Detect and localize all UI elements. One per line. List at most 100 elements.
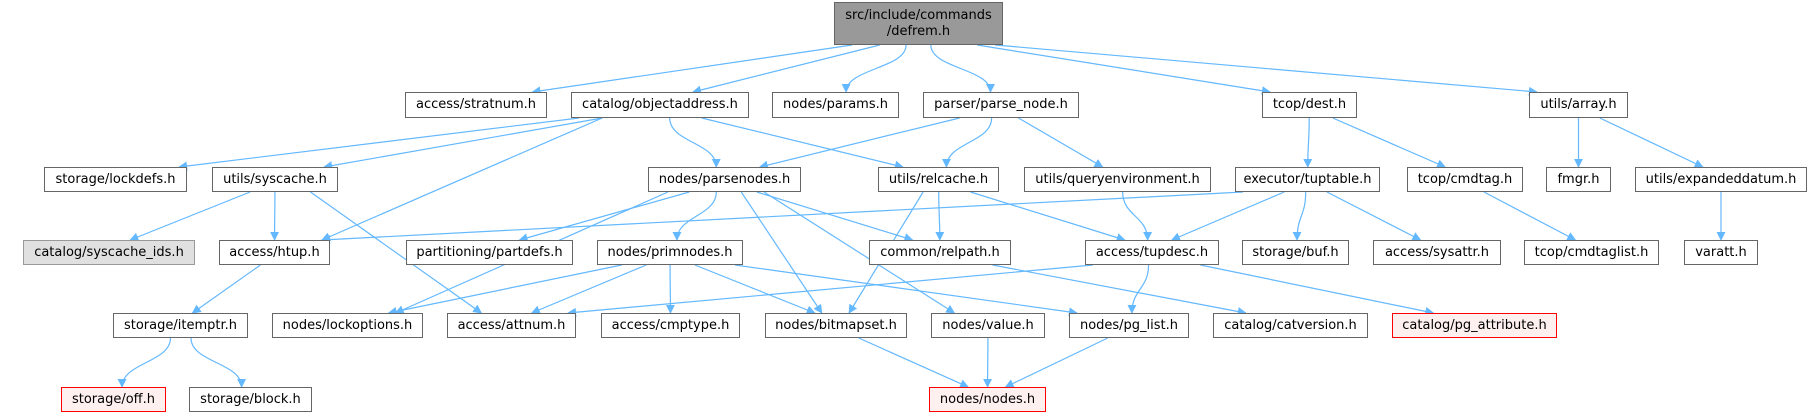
node-expandeddatum[interactable]: utils/expandeddatum.h — [1635, 167, 1807, 192]
node-varatt[interactable]: varatt.h — [1684, 240, 1758, 265]
edge-root-to-dest — [977, 44, 1271, 96]
edge-parsenodes-to-relpath — [756, 191, 914, 242]
edge-syscache-to-syscache_ids — [129, 191, 251, 242]
node-bitmapset[interactable]: nodes/bitmapset.h — [765, 313, 907, 338]
edge-parsenodes-to-value — [763, 191, 956, 314]
node-cmptype[interactable]: access/cmptype.h — [601, 313, 740, 338]
edge-tuptable-to-tupdesc — [1171, 191, 1285, 241]
edge-pg_list-to-nodes — [1004, 337, 1109, 388]
node-tuptable[interactable]: executor/tuptable.h — [1235, 167, 1380, 192]
node-block[interactable]: storage/block.h — [189, 387, 312, 412]
edge-relpath-to-catversion — [992, 264, 1247, 316]
node-objectaddress[interactable]: catalog/objectaddress.h — [571, 92, 749, 118]
edge-relcache-to-tupdesc — [970, 191, 1126, 242]
node-value[interactable]: nodes/value.h — [931, 313, 1045, 338]
node-label: catalog/catversion.h — [1224, 317, 1357, 333]
edge-parsenodes-to-partdefs — [518, 191, 690, 243]
node-relpath[interactable]: common/relpath.h — [869, 240, 1011, 265]
edge-root-to-params — [841, 44, 907, 93]
node-label: parser/parse_node.h — [934, 97, 1068, 112]
node-parse-node[interactable]: parser/parse_node.h — [923, 92, 1079, 118]
node-attnum[interactable]: access/attnum.h — [447, 313, 576, 338]
node-syscache[interactable]: utils/syscache.h — [212, 167, 338, 192]
node-label: storage/buf.h — [1252, 244, 1339, 260]
edge-objectaddress-to-relcache — [701, 117, 904, 170]
node-params[interactable]: nodes/params.h — [772, 92, 899, 118]
node-label: nodes/value.h — [942, 317, 1034, 333]
edge-htup-to-itemptr — [191, 264, 261, 314]
edge-cmdtag-to-cmdtaglist — [1483, 191, 1577, 241]
node-array[interactable]: utils/array.h — [1529, 92, 1628, 118]
node-label: storage/itemptr.h — [123, 317, 237, 333]
edge-tuptable-to-sysattr — [1326, 191, 1422, 241]
node-label: storage/lockdefs.h — [55, 171, 176, 187]
node-label: src/include/commands /defrem.h — [845, 7, 992, 39]
node-label: access/tupdesc.h — [1095, 244, 1209, 260]
edge-objectaddress-to-htup — [321, 117, 603, 241]
node-htup[interactable]: access/htup.h — [219, 240, 330, 265]
node-label: utils/array.h — [1540, 97, 1617, 112]
node-tupdesc[interactable]: access/tupdesc.h — [1085, 240, 1219, 265]
node-label: fmgr.h — [1557, 171, 1600, 187]
node-sysattr[interactable]: access/sysattr.h — [1373, 240, 1501, 265]
node-label: storage/off.h — [71, 391, 156, 407]
node-catversion[interactable]: catalog/catversion.h — [1213, 313, 1368, 338]
edge-primnodes-to-pg_list — [734, 264, 1078, 317]
node-label: nodes/nodes.h — [939, 391, 1036, 407]
node-label: utils/expandeddatum.h — [1645, 171, 1797, 187]
node-itemptr[interactable]: storage/itemptr.h — [113, 313, 248, 338]
node-buf[interactable]: storage/buf.h — [1242, 240, 1349, 265]
node-cmdtag[interactable]: tcop/cmdtag.h — [1407, 167, 1523, 192]
node-pg-attribute[interactable]: catalog/pg_attribute.h — [1392, 313, 1557, 338]
edge-relcache-to-relpath — [935, 191, 945, 241]
node-lockdefs[interactable]: storage/lockdefs.h — [44, 167, 187, 192]
node-partdefs[interactable]: partitioning/partdefs.h — [406, 240, 573, 265]
edge-parsenodes-to-primnodes — [672, 191, 717, 241]
edge-tupdesc-to-pg_attribute — [1200, 264, 1435, 316]
node-label: tcop/dest.h — [1272, 97, 1347, 112]
node-off[interactable]: storage/off.h — [61, 387, 166, 412]
node-root[interactable]: src/include/commands /defrem.h — [834, 2, 1003, 45]
node-label: utils/syscache.h — [223, 171, 327, 187]
edge-itemptr-to-off — [117, 337, 172, 388]
node-label: utils/queryenvironment.h — [1035, 171, 1200, 187]
node-stratnum[interactable]: access/stratnum.h — [405, 92, 547, 118]
node-fmgr[interactable]: fmgr.h — [1546, 167, 1611, 192]
node-label: catalog/pg_attribute.h — [1402, 317, 1547, 333]
edge-parse_node-to-queryenv — [1018, 117, 1104, 168]
node-label: nodes/lockoptions.h — [282, 317, 413, 333]
node-label: tcop/cmdtag.h — [1417, 171, 1513, 187]
edge-parsenodes-to-bitmapset — [740, 191, 823, 314]
node-label: partitioning/partdefs.h — [416, 244, 563, 260]
node-label: nodes/pg_list.h — [1079, 317, 1179, 333]
node-cmdtaglist[interactable]: tcop/cmdtaglist.h — [1524, 240, 1659, 265]
edge-root-to-objectaddress — [692, 44, 880, 95]
node-syscache-ids[interactable]: catalog/syscache_ids.h — [23, 240, 195, 265]
edge-itemptr-to-block — [190, 337, 247, 388]
node-label: common/relpath.h — [880, 244, 1000, 260]
edge-parse_node-to-relcache — [941, 117, 993, 168]
node-nodes[interactable]: nodes/nodes.h — [929, 387, 1046, 412]
edge-dest-to-tuptable — [1303, 117, 1313, 168]
edge-root-to-array — [994, 44, 1538, 96]
node-parsenodes[interactable]: nodes/parsenodes.h — [648, 167, 801, 192]
edge-parse_node-to-parsenodes — [758, 117, 960, 170]
node-label: executor/tuptable.h — [1243, 171, 1372, 187]
node-label: nodes/primnodes.h — [607, 244, 733, 260]
node-label: access/cmptype.h — [611, 317, 730, 333]
node-queryenv[interactable]: utils/queryenvironment.h — [1024, 167, 1211, 192]
node-relcache[interactable]: utils/relcache.h — [878, 167, 999, 192]
node-label: nodes/parsenodes.h — [658, 171, 791, 187]
node-primnodes[interactable]: nodes/primnodes.h — [597, 240, 743, 265]
edge-primnodes-to-attnum — [530, 264, 647, 315]
node-dest[interactable]: tcop/dest.h — [1262, 92, 1357, 118]
node-label: tcop/cmdtaglist.h — [1534, 244, 1649, 260]
edge-tupdesc-to-pg_list — [1127, 264, 1150, 314]
node-pg-list[interactable]: nodes/pg_list.h — [1069, 313, 1189, 338]
edge-primnodes-to-bitmapset — [694, 264, 816, 315]
node-lockoptions[interactable]: nodes/lockoptions.h — [272, 313, 423, 338]
edge-syscache-to-attnum — [310, 191, 483, 314]
edge-root-to-parse_node — [930, 44, 995, 93]
